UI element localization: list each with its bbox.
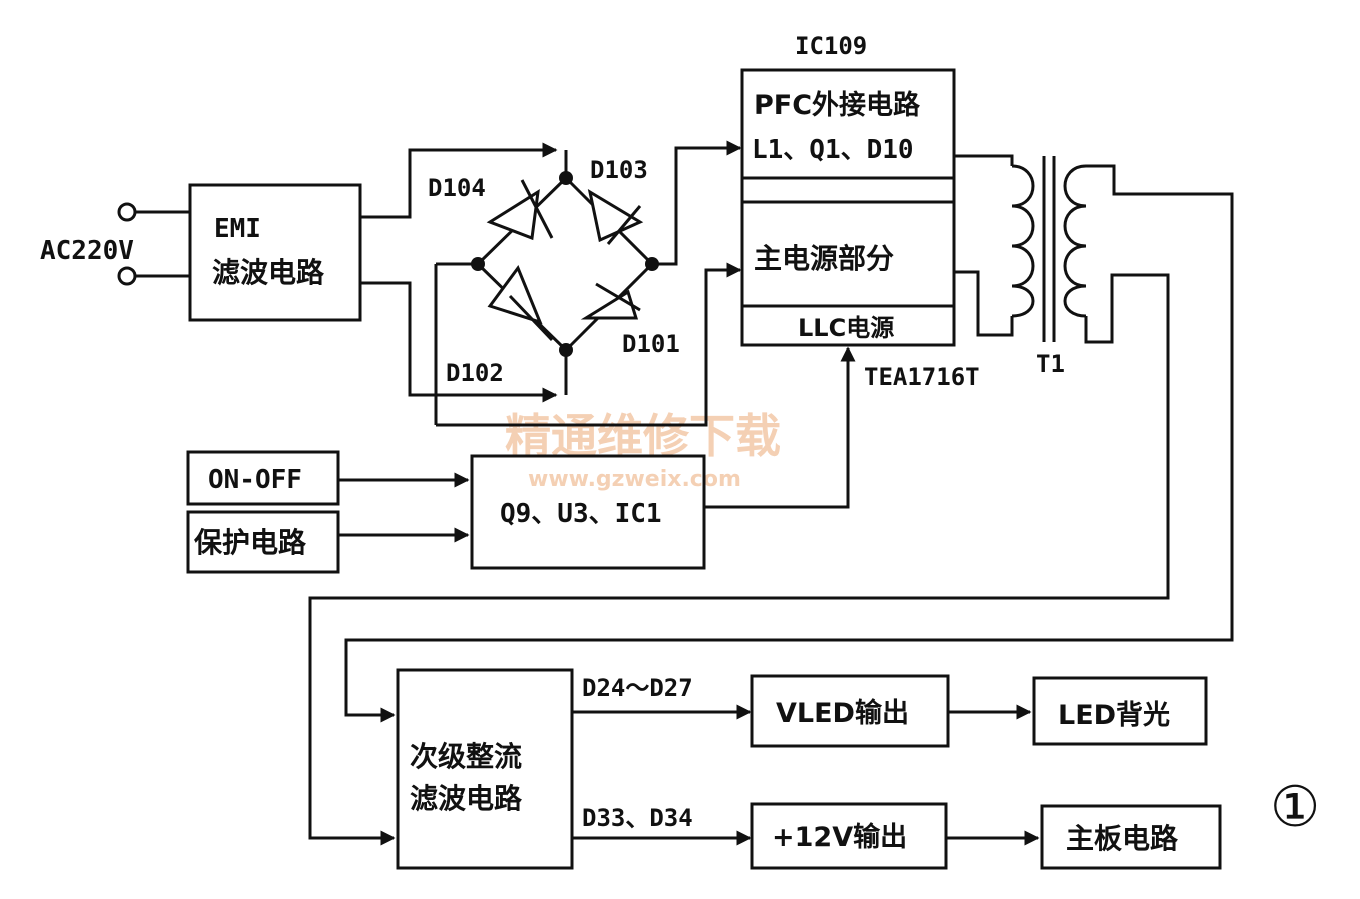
- bridge-to-pfc-wire: [652, 140, 742, 266]
- diode-d102-symbol: [487, 264, 543, 325]
- diode-d101-symbol: [580, 289, 639, 320]
- emi-to-bridge-top-wire: [360, 142, 558, 219]
- watermark-url: www.gzweix.com: [528, 467, 741, 492]
- q9-u3-ic1-box: [470, 454, 706, 570]
- ac-input-label: AC220V: [40, 236, 134, 266]
- bridge-to-main-wire: [436, 262, 742, 427]
- ac-terminal-bottom: [117, 266, 137, 286]
- pfc-components-label: L1、Q1、D10: [752, 135, 914, 165]
- mainboard-box: [1040, 804, 1222, 870]
- protection-label: 保护电路: [194, 526, 307, 559]
- emi-filter-label: 滤波电路: [212, 256, 325, 289]
- figure-number: ①: [1270, 775, 1320, 840]
- t1-label: T1: [1036, 350, 1065, 378]
- d101-label: D101: [622, 330, 680, 358]
- on-off-label: ON-OFF: [208, 465, 302, 495]
- q9-to-llc-wire: [704, 346, 856, 509]
- d104-label: D104: [428, 174, 486, 202]
- diode-d104-symbol: [486, 189, 540, 241]
- secondary-rectifier-box: [396, 668, 574, 870]
- d103-label: D103: [590, 156, 648, 184]
- watermark-text: 精通维修下载: [505, 409, 781, 463]
- secondary-rectifier-label-2: 滤波电路: [410, 782, 523, 815]
- d102-label: D102: [446, 359, 504, 387]
- d33-d34-label: D33、D34: [582, 804, 693, 832]
- led-backlight-box: [1032, 676, 1208, 746]
- main-power-label: 主电源部分: [754, 242, 894, 275]
- tea1716t-label: TEA1716T: [864, 363, 980, 391]
- protection-box: [186, 510, 340, 574]
- mainboard-label: 主板电路: [1066, 822, 1179, 855]
- led-backlight-label: LED背光: [1058, 700, 1170, 731]
- pfc-circuit-label: PFC外接电路: [754, 89, 921, 121]
- d24-d27-label: D24～D27: [582, 674, 693, 702]
- on-off-box: [186, 450, 340, 506]
- vled-output-label: VLED输出: [776, 697, 909, 729]
- emi-filter-box: [188, 183, 362, 322]
- transformer-t1: [308, 154, 1234, 846]
- bridge-rectifier: [434, 150, 659, 425]
- v12-output-label: +12V输出: [772, 821, 907, 853]
- q9-u3-ic1-label: Q9、U3、IC1: [500, 499, 662, 529]
- secondary-rectifier-label-1: 次级整流: [410, 740, 522, 773]
- emi-label: EMI: [214, 214, 261, 244]
- ic109-box: [740, 68, 956, 347]
- llc-power-label: LLC电源: [798, 314, 894, 342]
- ac-terminal-top: [117, 202, 137, 222]
- v12-output-box: [750, 802, 948, 870]
- emi-to-bridge-bottom-wire: [360, 281, 558, 403]
- ic109-label: IC109: [795, 32, 867, 60]
- ac-input-terminals: [117, 202, 190, 286]
